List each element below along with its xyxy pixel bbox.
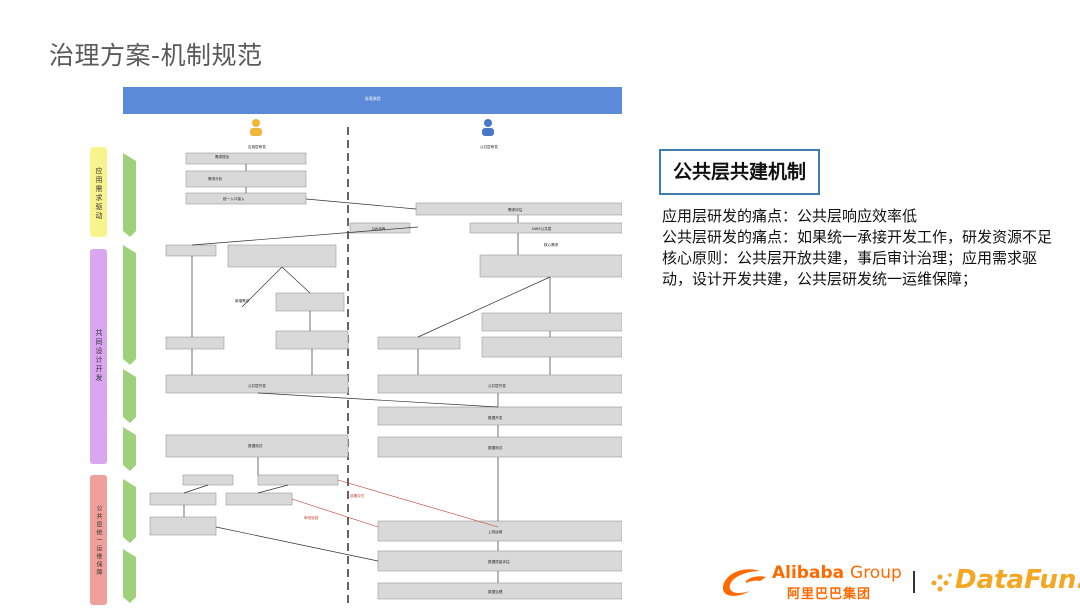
mechanism-title: 公共层共建机制 — [659, 149, 821, 195]
desc-line-principle: 核心原则：公共层开放共建，事后审计治理；应用需求驱动，设计开发共建，公共层研发统… — [662, 249, 1038, 288]
svg-text:需求提出: 需求提出 — [215, 154, 230, 159]
governance-flowchart: 治理流程 应用需求驱动 共同设计开发 公共层统一运维保障 应用层研发 公共层研发 — [88, 87, 622, 607]
person-icon-left — [250, 119, 262, 136]
phase-label: 应用需求驱动 — [95, 167, 103, 221]
datafun-wordmark: DataFun. — [955, 565, 1080, 595]
svg-text:数据测试: 数据测试 — [248, 443, 263, 448]
svg-text:延期交付: 延期交付 — [350, 493, 365, 498]
role-right: 公共层研发 — [480, 144, 498, 149]
desc-line-common-pain: 公共层研发的痛点：如果统一承接开发工作，研发资源不足 — [662, 228, 1053, 246]
flow-header: 治理流程 — [123, 87, 622, 114]
flow-header-label: 治理流程 — [364, 96, 381, 101]
description: 应用层研发的痛点：公共层响应效率低 公共层研发的痛点：如果统一承接开发工作，研发… — [662, 206, 1054, 290]
phase-label: 公共层统一运维保障 — [95, 505, 102, 577]
svg-text:新增需求: 新增需求 — [235, 298, 250, 303]
role-left: 应用层研发 — [248, 144, 266, 149]
phase-app-driven: 应用需求驱动 — [90, 147, 107, 237]
logo-separator — [913, 571, 915, 593]
phase-label: 共同设计开发 — [95, 329, 103, 383]
svg-text:核心需求: 核心需求 — [544, 242, 559, 247]
svg-text:DWS公共层: DWS公共层 — [532, 226, 552, 231]
svg-text:数据开发: 数据开发 — [488, 415, 503, 420]
alibaba-wordmark: Alibaba Group — [772, 563, 902, 583]
svg-text:数据质量评估: 数据质量评估 — [488, 559, 510, 564]
svg-text:DW自有: DW自有 — [372, 226, 386, 231]
datafun-dots-icon — [931, 573, 952, 592]
svg-text:公共层开发: 公共层开发 — [488, 383, 506, 388]
svg-text:数据测试: 数据测试 — [488, 445, 503, 450]
svg-text:统一入口接入: 统一入口接入 — [223, 196, 245, 201]
svg-text:需求分析: 需求分析 — [208, 176, 223, 181]
desc-line-app-pain: 应用层研发的痛点：公共层响应效率低 — [662, 207, 918, 225]
svg-text:公共层开发: 公共层开发 — [248, 383, 266, 388]
alibaba-cn-wordmark: 阿里巴巴集团 — [787, 587, 872, 602]
phase-ops: 公共层统一运维保障 — [90, 475, 107, 605]
flowchart-canvas: 应用层研发 公共层研发 — [123, 119, 622, 607]
svg-text:上线运维: 上线运维 — [488, 529, 503, 534]
person-icon-right — [482, 119, 494, 136]
svg-text:审批驳回: 审批驳回 — [304, 515, 319, 520]
phase-co-develop: 共同设计开发 — [90, 249, 107, 464]
footer-logos: Alibaba Group 阿里巴巴集团 DataFun. — [720, 563, 1080, 602]
svg-text:需求评估: 需求评估 — [508, 207, 523, 212]
alibaba-logo-icon — [722, 569, 766, 596]
svg-text:数据治理: 数据治理 — [488, 589, 503, 594]
page-title: 治理方案-机制规范 — [49, 41, 263, 70]
